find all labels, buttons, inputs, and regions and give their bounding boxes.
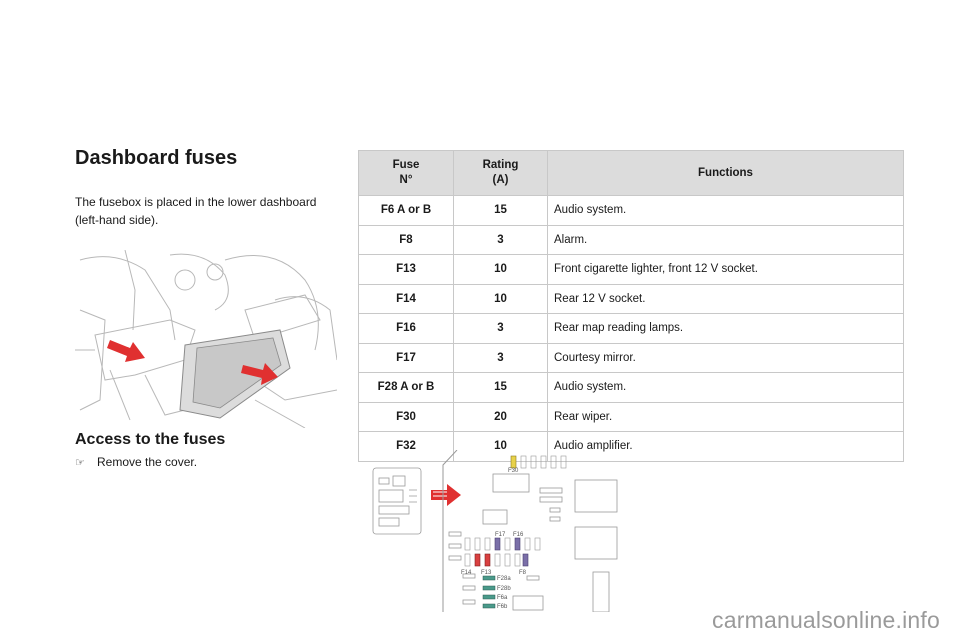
fuse-number: F28 A or B <box>358 372 454 403</box>
fuse-function: Audio system. <box>547 195 904 226</box>
svg-text:F14: F14 <box>461 570 472 576</box>
table-row: F14 10 Rear 12 V socket. <box>358 283 904 314</box>
fuse-number: F6 A or B <box>358 195 454 226</box>
header-rating: Rating (A) <box>453 150 548 196</box>
fuse-number: F13 <box>358 254 454 285</box>
fuse-function: Alarm. <box>547 224 904 255</box>
svg-text:F6a: F6a <box>497 595 508 601</box>
svg-text:F8: F8 <box>519 570 527 576</box>
fuse-number: F17 <box>358 342 454 373</box>
svg-text:F17: F17 <box>495 532 506 538</box>
top-fuse-row <box>510 455 567 469</box>
page-title: Dashboard fuses <box>75 147 238 169</box>
table-row: F16 3 Rear map reading lamps. <box>358 313 904 344</box>
fuse-function: Courtesy mirror. <box>547 342 904 373</box>
fuse-number: F14 <box>358 283 454 314</box>
fuse-function: Rear map reading lamps. <box>547 313 904 344</box>
access-step-text: Remove the cover. <box>97 455 198 469</box>
hand-pointer-icon: ☞ <box>75 456 85 469</box>
green-fuse-column <box>482 575 496 609</box>
fuse-rating: 15 <box>453 372 548 403</box>
table-row: F32 10 Audio amplifier. <box>358 431 904 462</box>
svg-text:F28b: F28b <box>497 586 511 592</box>
middle-fuse-row <box>464 537 541 551</box>
table-header-row: Fuse N° Rating (A) Functions <box>358 150 904 196</box>
fuse-rating: 3 <box>453 224 548 255</box>
header-functions: Functions <box>547 150 904 196</box>
fuse-rating: 3 <box>453 342 548 373</box>
fusebox-overview <box>372 467 422 535</box>
table-row: F13 10 Front cigarette lighter, front 12… <box>358 254 904 285</box>
access-step: ☞ Remove the cover. <box>75 455 197 469</box>
table-row: F17 3 Courtesy mirror. <box>358 342 904 373</box>
svg-text:F13: F13 <box>481 570 492 576</box>
arrow-right-icon <box>241 363 278 385</box>
header-fuse: Fuse N° <box>358 150 454 196</box>
arrow-left-icon <box>107 340 145 362</box>
fuse-function: Rear 12 V socket. <box>547 283 904 314</box>
table-row: F28 A or B 15 Audio system. <box>358 372 904 403</box>
intro-text: The fusebox is placed in the lower dashb… <box>75 195 317 227</box>
table-row: F30 20 Rear wiper. <box>358 401 904 432</box>
dashboard-illustration <box>75 250 337 428</box>
fuse-number: F32 <box>358 431 454 462</box>
fuse-rating: 10 <box>453 283 548 314</box>
svg-text:F28a: F28a <box>497 576 511 582</box>
fuse-rating: 10 <box>453 254 548 285</box>
arrow-right-icon <box>431 484 461 506</box>
fuse-rating: 20 <box>453 401 548 432</box>
fuse-rating: 3 <box>453 313 548 344</box>
svg-text:F30: F30 <box>508 468 519 474</box>
fuse-function: Rear wiper. <box>547 401 904 432</box>
svg-text:F6b: F6b <box>497 604 508 610</box>
watermark: carmanualsonline.info <box>712 607 940 633</box>
table-row: F8 3 Alarm. <box>358 224 904 255</box>
fuse-rating: 15 <box>453 195 548 226</box>
svg-text:F16: F16 <box>513 532 524 538</box>
fuse-number: F30 <box>358 401 454 432</box>
fuse-function: Front cigarette lighter, front 12 V sock… <box>547 254 904 285</box>
fuse-rating: 10 <box>453 431 548 462</box>
fuse-number: F8 <box>358 224 454 255</box>
access-heading: Access to the fuses <box>75 431 226 448</box>
fusebox-diagram: F30 F17 F16 F14 F13 F8 F28a F28b F6a F6b <box>372 450 618 612</box>
fuse-table: Fuse N° Rating (A) Functions F6 A or B 1… <box>358 150 904 462</box>
lower-fuse-row <box>464 553 529 567</box>
fuse-function: Audio system. <box>547 372 904 403</box>
fuse-number: F16 <box>358 313 454 344</box>
fuse-function: Audio amplifier. <box>547 431 904 462</box>
table-row: F6 A or B 15 Audio system. <box>358 195 904 226</box>
